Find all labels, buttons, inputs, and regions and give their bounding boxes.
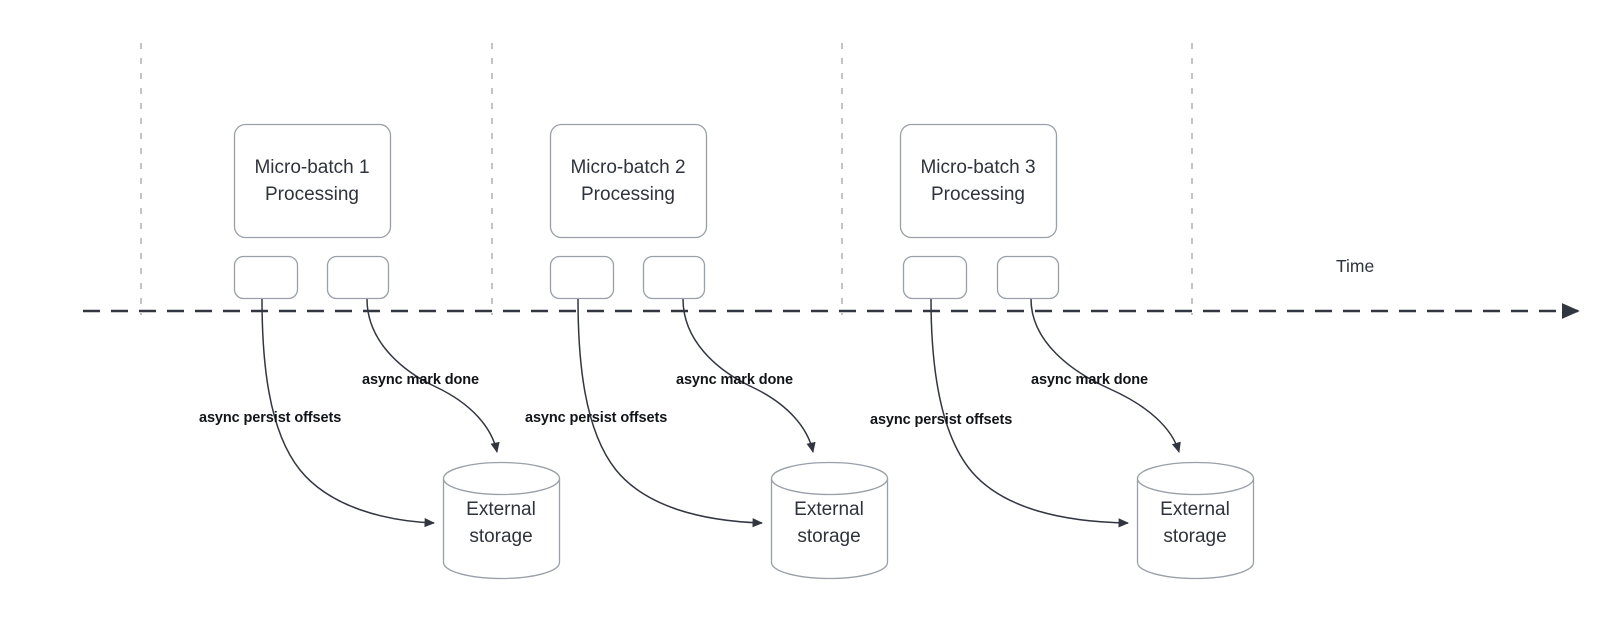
async-persist-offsets-edge-2 [577, 298, 764, 528]
micro-batch-2-processing[interactable] [549, 123, 708, 239]
micro-batch-2-task-a[interactable] [549, 255, 615, 300]
micro-batch-1-processing[interactable] [233, 123, 392, 239]
micro-batch-3-task-a[interactable] [902, 255, 968, 300]
external-storage-1-label: External storage [466, 499, 536, 547]
async-mark-done-edge-2 [682, 298, 816, 454]
async-mark-done-edge-3 [1030, 298, 1181, 454]
micro-batch-3-processing-label: Micro-batch 3 Processing [920, 156, 1036, 205]
micro-batch-1-processing-label: Micro-batch 1 Processing [254, 156, 370, 205]
async-persist-offsets-edge-1 [261, 298, 436, 528]
async-mark-done-edge-2-label: async mark done [676, 372, 793, 388]
external-storage-3[interactable] [1136, 461, 1255, 580]
micro-batch-2-task-b[interactable] [642, 255, 706, 300]
async-persist-offsets-edge-3 [930, 298, 1130, 528]
micro-batch-3-task-b[interactable] [996, 255, 1060, 300]
async-persist-offsets-edge-1-label: async persist offsets [199, 410, 342, 426]
async-mark-done-edge-3-label: async mark done [1031, 372, 1148, 388]
async-persist-offsets-edge-3-label: async persist offsets [870, 412, 1013, 428]
async-mark-done-edge-1 [366, 298, 500, 454]
external-storage-2-label: External storage [794, 499, 864, 547]
async-mark-done-edge-1-label: async mark done [362, 372, 479, 388]
time-axis-label: Time [1336, 256, 1375, 276]
external-storage-1[interactable] [442, 461, 561, 580]
external-storage-2[interactable] [770, 461, 889, 580]
micro-batch-2-processing-label: Micro-batch 2 Processing [570, 156, 686, 205]
micro-batch-1-task-b[interactable] [326, 255, 390, 300]
external-storage-3-label: External storage [1160, 499, 1230, 547]
async-persist-offsets-edge-2-label: async persist offsets [525, 410, 668, 426]
micro-batch-3-processing[interactable] [899, 123, 1058, 239]
micro-batch-1-task-a[interactable] [233, 255, 299, 300]
